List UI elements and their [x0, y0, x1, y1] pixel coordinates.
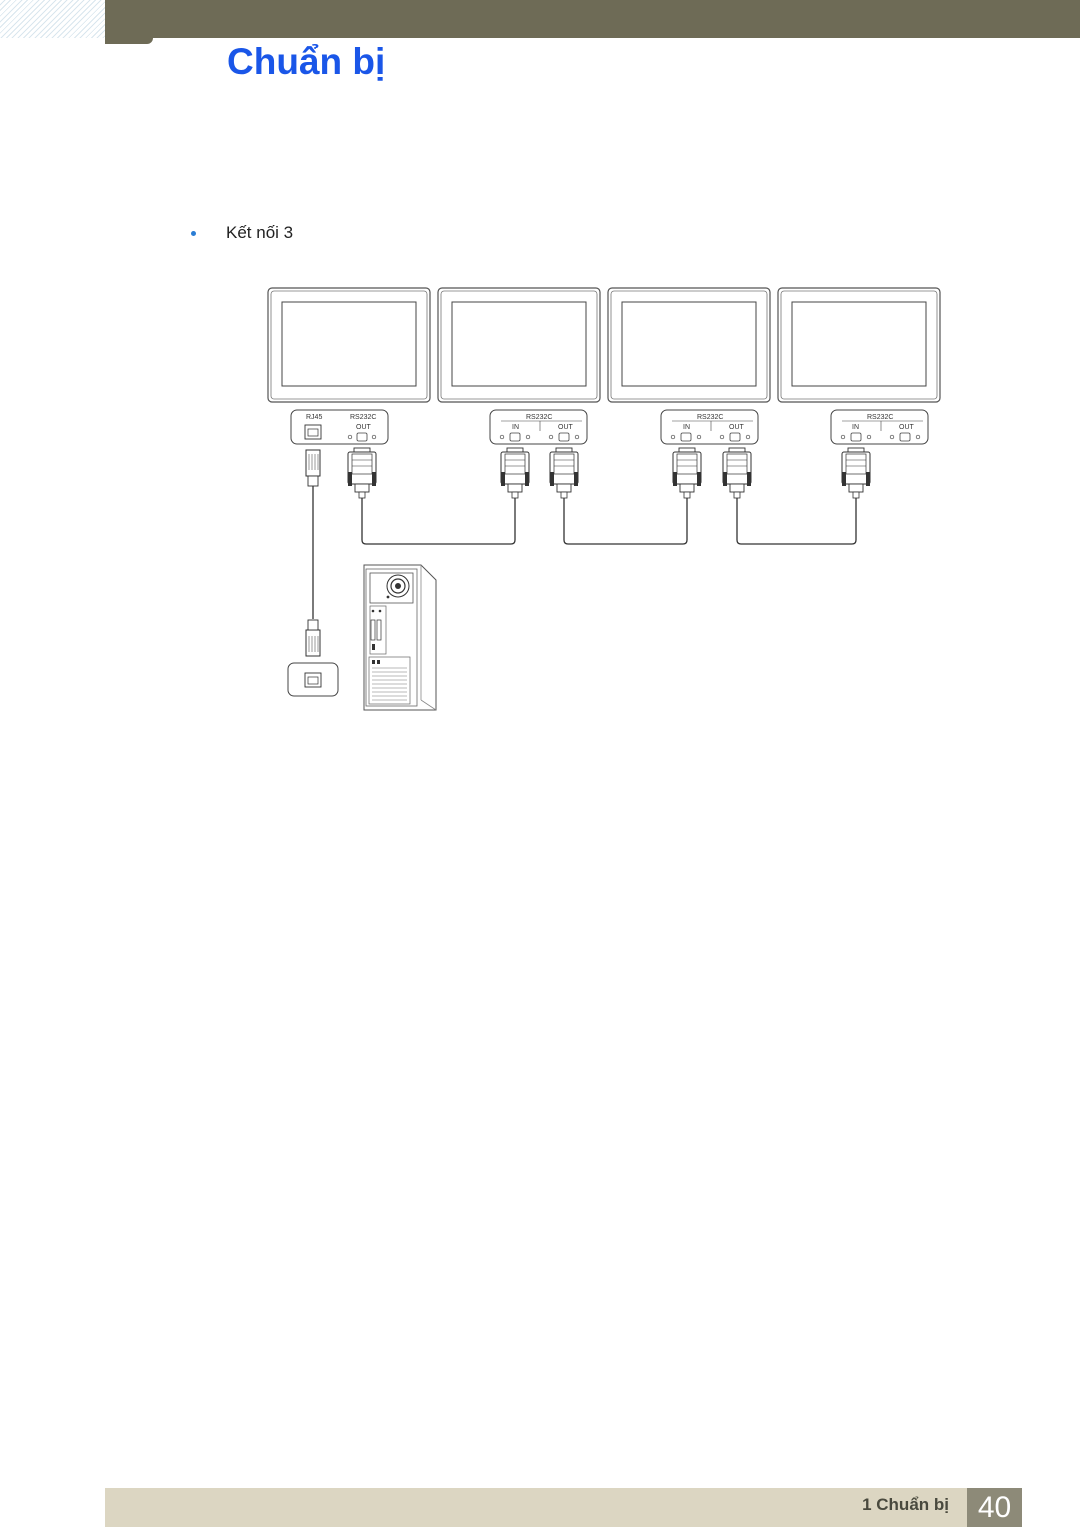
rs232c-out-port-icon: [899, 432, 911, 442]
rj45-label: RJ45: [306, 414, 322, 421]
rs232c-plug-icon: [841, 447, 871, 499]
header-bar-tab: [105, 38, 153, 44]
in-label: IN: [852, 424, 859, 431]
bullet-item: Kết nối 3: [191, 221, 293, 245]
rs232c-out-port-icon: [356, 432, 368, 442]
in-label: IN: [512, 424, 519, 431]
lan-port-icon: [304, 672, 322, 688]
out-label: OUT: [558, 424, 574, 431]
rs232c-label: RS232C: [867, 414, 893, 421]
monitor-4: [777, 287, 941, 403]
port-panel-4: RS232C IN OUT: [830, 409, 929, 445]
rs232c-plug-icon: [500, 447, 530, 499]
bullet-dot-icon: [191, 230, 196, 236]
footer-bar: 1 Chuẩn bị: [105, 1488, 967, 1527]
header-bar: [105, 0, 1080, 38]
rs232c-plug-icon: [549, 447, 579, 499]
page-title: Chuẩn bị: [227, 41, 386, 82]
header-hatch-decoration: [0, 0, 105, 38]
rs232c-plug-icon: [722, 447, 752, 499]
page-number: 40: [967, 1488, 1022, 1527]
rs232c-cables: [361, 498, 857, 545]
port-panel-2: RS232C IN OUT: [489, 409, 588, 445]
rs232c-plug-icon: [672, 447, 702, 499]
monitor-2: [437, 287, 601, 403]
lan-port: [287, 662, 339, 697]
out-label: OUT: [729, 424, 745, 431]
rs232c-out-port-icon: [558, 432, 570, 442]
rj45-port-icon: [304, 424, 322, 440]
port-panel-1: RJ45 RS232C OUT: [290, 409, 389, 445]
rs232c-out-port-icon: [729, 432, 741, 442]
rs232c-in-port-icon: [850, 432, 862, 442]
rs232c-plug-icon: [347, 447, 377, 499]
rs232c-label: RS232C: [697, 414, 723, 421]
rj45-plug-icon: [305, 619, 321, 657]
out-label: OUT: [356, 424, 372, 431]
port-panel-3: RS232C IN OUT: [660, 409, 759, 445]
monitor-3: [607, 287, 771, 403]
connection-diagram: RJ45 RS232C OUT RS232C IN OUT RS232C IN …: [267, 287, 941, 711]
pc-tower-icon: [363, 564, 437, 711]
rs232c-label: RS232C: [350, 414, 376, 421]
rj45-plug-icon: [305, 449, 321, 487]
rs232c-in-port-icon: [680, 432, 692, 442]
monitor-1: [267, 287, 431, 403]
bullet-text: Kết nối 3: [226, 223, 294, 242]
rs232c-label: RS232C: [526, 414, 552, 421]
in-label: IN: [683, 424, 690, 431]
out-label: OUT: [899, 424, 915, 431]
footer-section-label: 1 Chuẩn bị: [862, 1495, 949, 1514]
rs232c-in-port-icon: [509, 432, 521, 442]
